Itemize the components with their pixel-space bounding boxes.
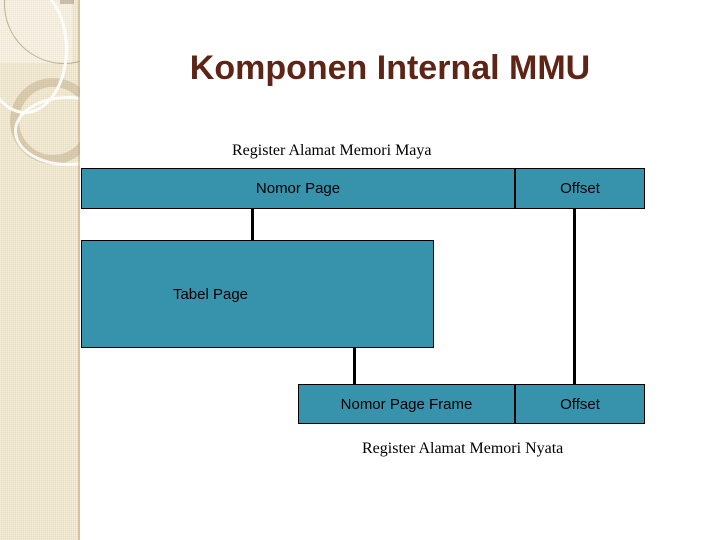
box-offset-physical[interactable]: Offset: [515, 384, 645, 424]
connector-page-to-table: [251, 208, 254, 241]
connector-offset-passthrough: [573, 208, 576, 385]
connector-table-to-frame: [353, 347, 356, 385]
box-offset-virtual[interactable]: Offset: [515, 168, 645, 209]
decorative-sidebar: [0, 0, 80, 540]
box-nomor-page-label: Nomor Page: [255, 180, 341, 197]
box-nomor-page-frame-label: Nomor Page Frame: [340, 395, 473, 413]
sidebar-nub: [60, 0, 74, 4]
box-tabel-page[interactable]: Tabel Page: [81, 240, 434, 348]
box-offset-virtual-label: Offset: [560, 180, 600, 197]
box-nomor-page[interactable]: Nomor Page: [81, 168, 515, 209]
virtual-address-caption: Register Alamat Memori Maya: [232, 142, 432, 159]
box-tabel-page-label: Tabel Page: [172, 285, 249, 303]
box-offset-physical-label: Offset: [560, 395, 600, 413]
physical-address-caption: Register Alamat Memori Nyata: [362, 440, 564, 457]
box-nomor-page-frame[interactable]: Nomor Page Frame: [298, 384, 515, 424]
sidebar-edge: [78, 0, 80, 540]
page-title: Komponen Internal MMU: [189, 49, 591, 87]
